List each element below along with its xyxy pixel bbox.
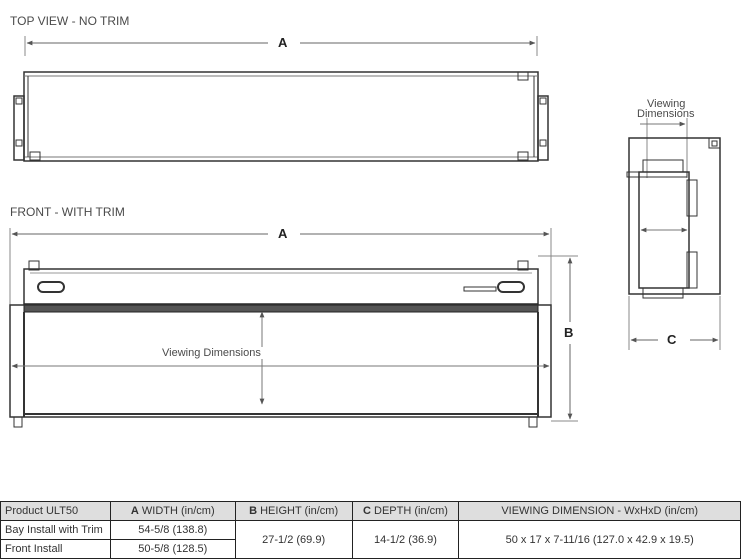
top-view-title: TOP VIEW - NO TRIM [10, 14, 130, 28]
cell-viewing: 50 x 17 x 7-11/16 (127.0 x 42.9 x 19.5) [458, 520, 741, 559]
top-view-body [23, 71, 539, 162]
cell-depth: 14-1/2 (36.9) [351, 520, 460, 559]
side-viewing-label-1: Viewing [647, 98, 686, 110]
top-view-drawing [13, 36, 549, 162]
dim-a-front-label: A [274, 226, 292, 241]
row-width: 50-5/8 (128.5) [109, 539, 236, 559]
spec-table: Product ULT50 A WIDTH (in/cm) B HEIGHT (… [0, 501, 741, 559]
header-viewing: VIEWING DIMENSION - WxHxD (in/cm) [458, 501, 741, 521]
header-width-letter: A [130, 505, 139, 517]
cell-height: 27-1/2 (69.9) [234, 520, 353, 559]
dim-b-label: B [560, 325, 578, 340]
table-row: Bay Install with Trim 54-5/8 (138.8) 27-… [0, 520, 741, 559]
front-louver [23, 303, 539, 313]
dim-c-label: C [663, 332, 681, 347]
side-viewing-label-2: Dimensions [637, 108, 695, 120]
header-depth-text: DEPTH (in/cm) [370, 505, 448, 517]
side-view-drawing [626, 118, 721, 350]
front-view-drawing [9, 228, 578, 428]
header-width-text: WIDTH (in/cm) [138, 505, 215, 517]
header-width: A WIDTH (in/cm) [109, 501, 236, 521]
spec-header-row: Product ULT50 A WIDTH (in/cm) B HEIGHT (… [0, 501, 741, 521]
header-height-letter: B [249, 505, 258, 517]
table-row: Front Install 50-5/8 (128.5) [0, 539, 741, 559]
technical-drawing [9, 36, 721, 428]
row-width: 54-5/8 (138.8) [109, 520, 236, 540]
header-depth-letter: C [363, 505, 371, 517]
header-height: B HEIGHT (in/cm) [234, 501, 353, 521]
side-body [628, 137, 721, 295]
front-trim [9, 304, 552, 418]
row-product: Bay Install with Trim [0, 520, 111, 540]
front-view-title: FRONT - WITH TRIM [10, 205, 125, 219]
front-top-unit [23, 268, 539, 305]
header-product: Product ULT50 [0, 501, 111, 521]
front-viewing-label: Viewing Dimensions [160, 347, 263, 359]
header-height-text: HEIGHT (in/cm) [257, 505, 339, 517]
dim-a-top-label: A [274, 35, 292, 50]
header-depth: C DEPTH (in/cm) [351, 501, 460, 521]
